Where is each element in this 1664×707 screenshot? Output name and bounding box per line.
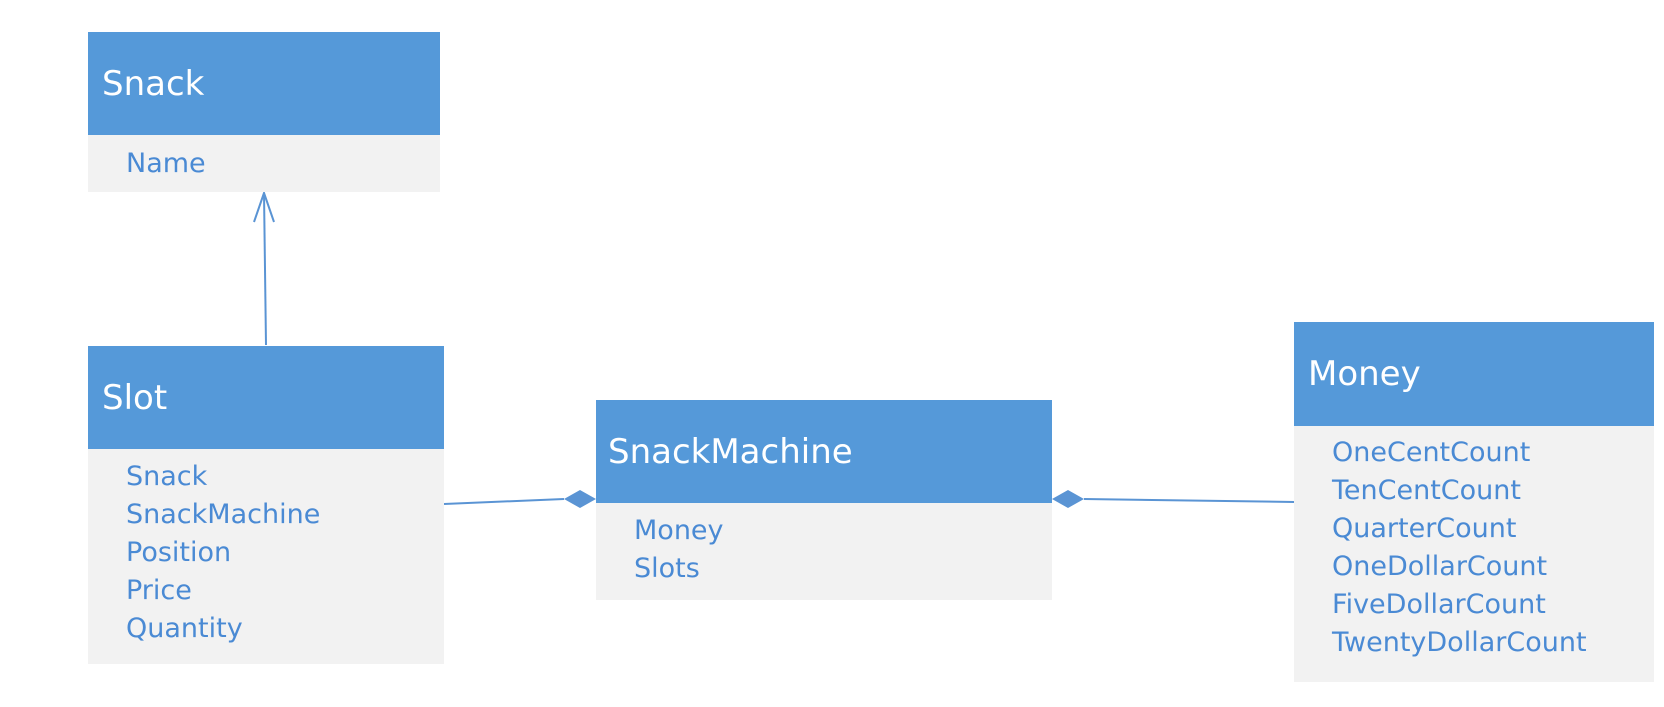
entity-slot: Slot Snack SnackMachine Position Price Q… xyxy=(88,346,444,664)
attribute-list: Snack SnackMachine Position Price Quanti… xyxy=(88,449,444,648)
attribute-item: Slots xyxy=(634,553,700,584)
composition-line xyxy=(443,498,565,505)
attribute-list: Name xyxy=(88,135,440,183)
association-slot-to-snack xyxy=(253,189,275,346)
open-arrowhead-icon xyxy=(253,189,275,223)
association-line xyxy=(263,192,267,346)
composition-line xyxy=(1083,498,1295,503)
attribute-item: Money xyxy=(634,515,724,546)
attribute-item: SnackMachine xyxy=(126,499,321,530)
attribute-item: OneCentCount xyxy=(1332,437,1531,468)
attribute-item: QuarterCount xyxy=(1332,513,1517,544)
attribute-item: Price xyxy=(126,575,192,606)
entity-title: Money xyxy=(1294,322,1654,426)
entity-snack: Snack Name xyxy=(88,32,440,192)
entity-snackmachine: SnackMachine Money Slots xyxy=(596,400,1052,600)
entity-money: Money OneCentCount TenCentCount QuarterC… xyxy=(1294,322,1654,682)
attribute-item: Name xyxy=(126,148,206,179)
entity-title: SnackMachine xyxy=(596,400,1052,503)
attribute-list: Money Slots xyxy=(596,503,1052,588)
filled-diamond-icon xyxy=(1052,490,1084,508)
composition-money-to-snackmachine xyxy=(1052,490,1295,508)
attribute-item: Snack xyxy=(126,461,208,492)
filled-diamond-icon xyxy=(564,490,596,508)
entity-title: Snack xyxy=(88,32,440,135)
attribute-item: Position xyxy=(126,537,232,568)
attribute-item: FiveDollarCount xyxy=(1332,589,1546,620)
attribute-item: TwentyDollarCount xyxy=(1332,627,1587,658)
attribute-item: TenCentCount xyxy=(1332,475,1521,506)
composition-slot-to-snackmachine xyxy=(443,490,596,508)
entity-title: Slot xyxy=(88,346,444,449)
attribute-item: OneDollarCount xyxy=(1332,551,1548,582)
attribute-list: OneCentCount TenCentCount QuarterCount O… xyxy=(1294,426,1654,662)
attribute-item: Quantity xyxy=(126,613,243,644)
